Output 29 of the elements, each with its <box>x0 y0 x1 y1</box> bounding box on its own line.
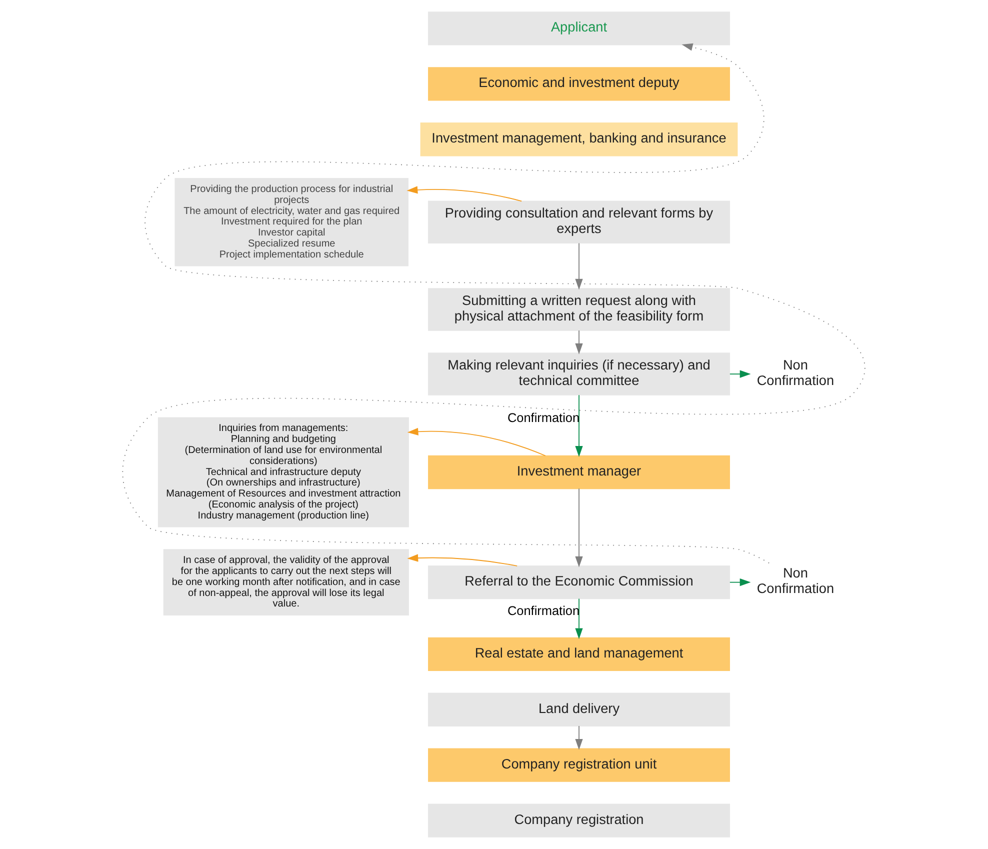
arrow <box>729 370 751 378</box>
node-box: Company registration <box>428 804 730 838</box>
node-box: Making relevant inquiries (if necessary) and technical committee <box>428 352 730 396</box>
node-text: Non Confirmation <box>756 566 834 596</box>
node-box: Land delivery <box>428 692 730 726</box>
node-text: Non Confirmation <box>756 357 834 388</box>
arrow <box>407 428 546 456</box>
node-box: Economic and investment deputy <box>428 67 730 101</box>
arrow <box>575 394 583 457</box>
node-box: Submitting a written request along with physical attachment of the feasibility form <box>428 288 730 331</box>
arrow <box>406 186 522 202</box>
node-box: In case of approval, the validity of the approval for the applicants to carry out the next steps will be one working month after notification, and in case of non-appeal, the approval will lose its legal value. <box>163 549 409 616</box>
node-box: Referral to the Economic Commission <box>428 565 730 600</box>
arrow <box>575 598 583 640</box>
arrow <box>575 242 583 290</box>
arrow <box>729 578 751 586</box>
arrow <box>575 488 583 568</box>
arrow <box>122 43 866 564</box>
arrow <box>575 330 583 354</box>
arrow <box>575 726 583 750</box>
node-box: Investment manager <box>428 455 730 490</box>
node-box: Real estate and land management <box>428 637 730 671</box>
node-box: Providing consultation and relevant forms by experts <box>428 200 730 244</box>
node-box: Inquiries from managements: Planning and budgeting (Determination of land use for environmental considerations) Technical and infrastructure deputy (On ownerships and infrastructure) Management of Resources and investment attraction (Economic analysis of the project) Industry management (production line) <box>158 417 409 528</box>
node-box: Applicant <box>428 12 730 46</box>
arrow <box>407 554 518 566</box>
node-box: Providing the production process for industrial projects The amount of electricity, water and gas required Investment required for the plan Investor capital Specialized resume Project implementation schedule <box>174 178 408 266</box>
node-box: Company registration unit <box>428 748 730 782</box>
node-box: Investment management, banking and insurance <box>420 122 738 156</box>
